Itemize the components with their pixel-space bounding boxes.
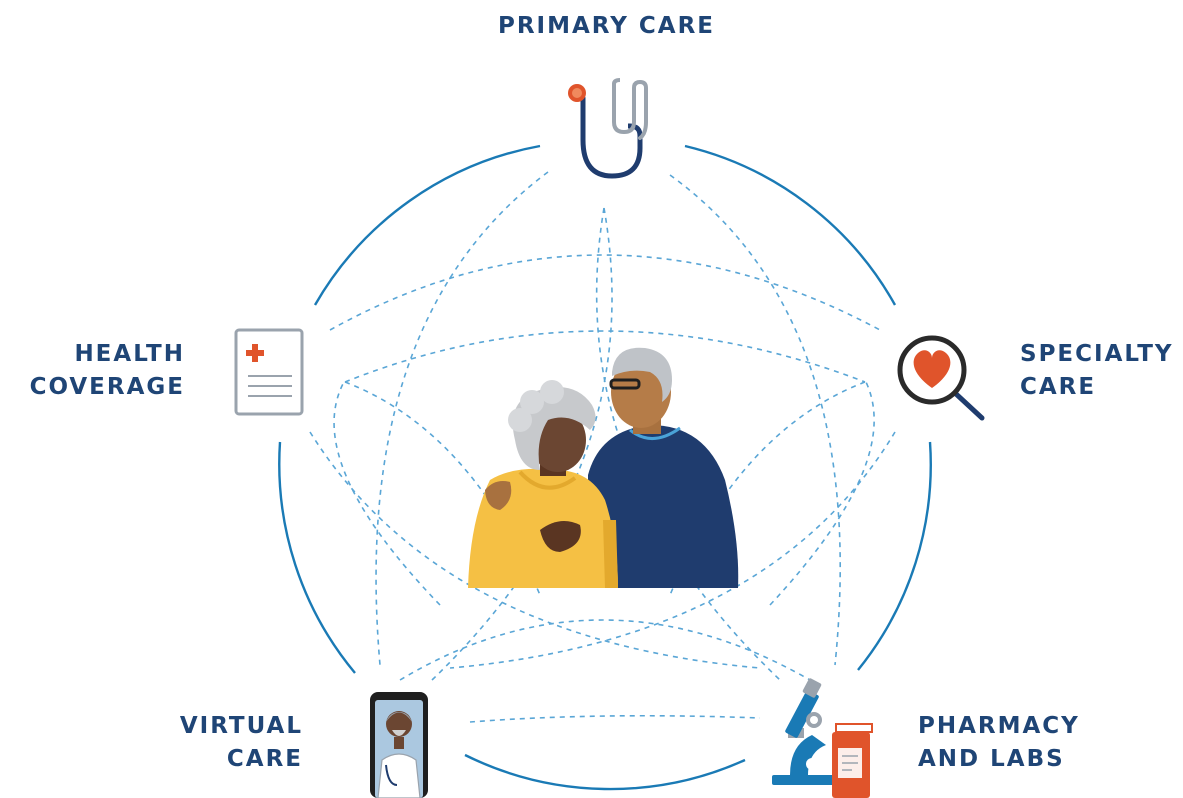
dashed-arc [449,431,896,669]
virtual-care-label: VIRTUAL CARE [180,710,303,776]
dashed-arc [329,254,881,331]
heart-magnifier-icon [897,335,985,421]
couple-illustration [468,347,739,588]
dashed-arc [399,619,811,681]
health-coverage-label: HEALTH COVERAGE [30,338,185,404]
dashed-arc [309,431,761,669]
ring-segment-right [857,441,932,671]
dashed-arc [431,207,613,681]
ring-segment-top-right [684,144,897,306]
virtual-care-line-1: VIRTUAL [179,713,303,739]
dashed-arc [375,171,549,666]
dashed-arc [769,379,875,606]
pharmacy-labs-line-1: PHARMACY [918,713,1080,739]
ring-segment-left [278,441,356,674]
ring-segment-bottom [464,753,746,791]
health-coverage-line-1: HEALTH [74,341,185,367]
stethoscope-icon [568,78,648,179]
microscope-pill-bottle-icon [772,678,873,798]
dashed-arc [333,379,441,606]
pharmacy-labs-line-2: AND LABS [918,746,1065,772]
ring-segment-top-left [313,144,541,306]
man-sweater [588,425,739,588]
specialty-care-line-1: SPECIALTY [1020,341,1174,367]
outer-ring [278,144,932,791]
dashed-connections [309,171,896,723]
specialty-care-label: SPECIALTY CARE [1020,338,1174,404]
specialty-care-line-2: CARE [1020,374,1097,400]
man-hair [612,347,672,402]
dashed-arc [344,330,866,383]
dashed-arc [469,714,761,723]
primary-care-label: PRIMARY CARE [0,10,1183,43]
virtual-care-line-2: CARE [226,746,303,772]
primary-care-label-text: PRIMARY CARE [497,13,716,39]
insurance-document-icon [234,328,304,416]
health-coverage-line-2: COVERAGE [29,374,185,400]
dashed-arc [669,174,841,666]
pharmacy-labs-label: PHARMACY AND LABS [918,710,1080,776]
video-call-phone-icon [370,692,428,798]
